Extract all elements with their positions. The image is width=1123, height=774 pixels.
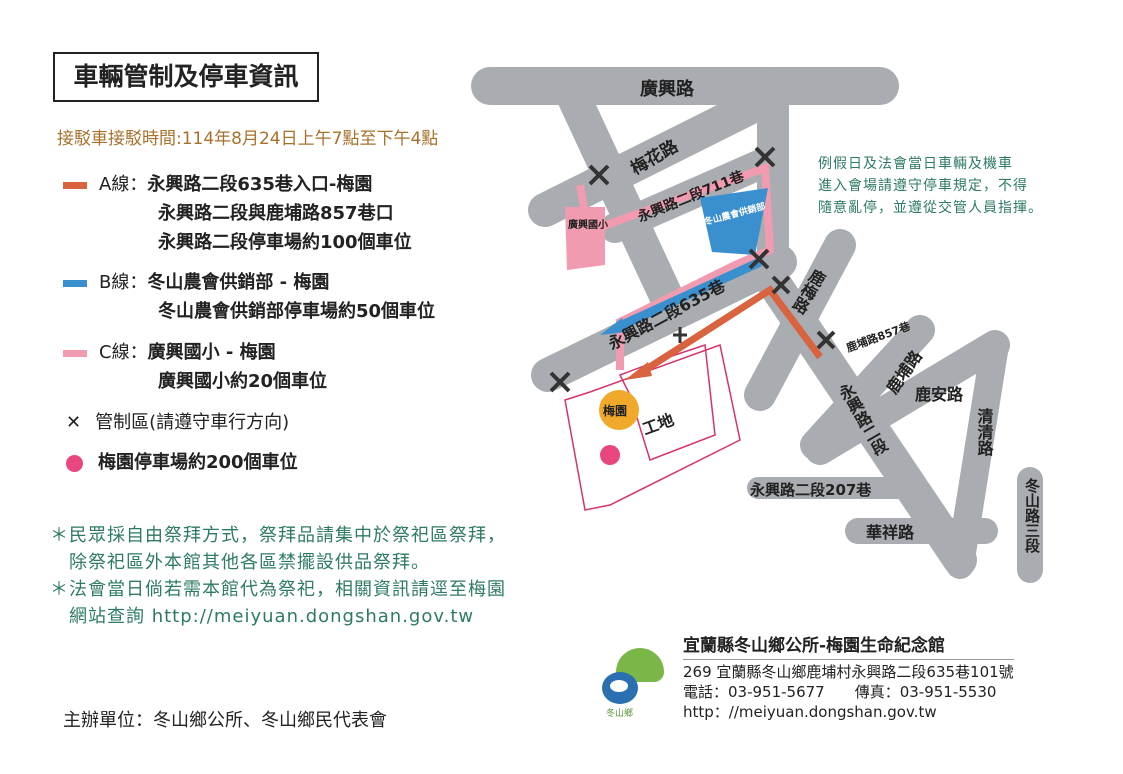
phone-fax: 電話：03-951-5677 傳真：03-951-5530: [683, 683, 997, 701]
rule-line: 隨意亂停，並遵從交管人員指揮。: [818, 200, 1043, 216]
legend-b-line: 冬山農會供銷部 - 梅園: [147, 272, 330, 293]
legend-c: C線：廣興國小 - 梅園 廣興國小約20個車位: [63, 338, 327, 396]
school-block: [565, 207, 605, 270]
control-x-icon: [588, 164, 610, 186]
line-b-swatch: [63, 279, 87, 287]
website-link[interactable]: http：//meiyuan.dongshan.gov.tw: [683, 703, 937, 721]
legend-a-line: 永興路二段停車場約100個車位: [158, 232, 412, 253]
line-a-swatch: [63, 181, 87, 189]
legend-parking-label: 梅園停車場約200個車位: [98, 452, 298, 473]
route-a: [643, 285, 823, 373]
line-c-swatch: [63, 349, 87, 357]
parking-dot-icon: [66, 454, 83, 472]
footer-contact: 宜蘭縣冬山鄉公所-梅園生命紀念館 269 宜蘭縣冬山鄉鹿埔村永興路二段635巷1…: [683, 636, 1014, 722]
label-qingqing: 清清路: [975, 408, 994, 457]
legend-b-line: 冬山農會供銷部停車場約50個車位: [158, 301, 436, 322]
logo-text: 冬山鄉: [606, 709, 634, 719]
note-line: ＊民眾採自由祭拜方式，祭拜品請集中於祭祀區祭拜，: [50, 525, 506, 546]
rule-line: 例假日及法會當日車輛及機車: [818, 156, 1013, 172]
route-a-arrow: [625, 362, 652, 380]
legend-c-line: 廣興國小約20個車位: [158, 371, 328, 392]
site-boundary: [564, 344, 741, 511]
page-title: 車輛管制及停車資訊: [53, 52, 319, 102]
rule-line: 進入會場請遵守停車規定，不得: [818, 178, 1028, 194]
road-luan: [805, 330, 1010, 465]
control-x-icon: [748, 248, 770, 270]
label-dongshan3: 冬山路三段: [1023, 477, 1041, 554]
note-line: 除祭祀區外本館其他各區禁擺設供品祭拜。: [50, 552, 430, 573]
legend-b-label: B線：: [99, 272, 148, 293]
label-guangxing: 廣興路: [640, 78, 695, 100]
control-x-icon: ✕: [66, 412, 82, 433]
legend-b: B線：冬山農會供銷部 - 梅園 冬山農會供銷部停車場約50個車位: [63, 268, 435, 326]
legend-c-line: 廣興國小 - 梅園: [147, 342, 276, 363]
shuttle-time: 接駁車接駁時間:114年8月24日上午7點至下午4點: [57, 129, 439, 149]
label-school: 廣興國小: [567, 218, 608, 231]
dongshan-logo: 冬山鄉: [598, 648, 668, 719]
note-line: ＊法會當日倘若需本館代為祭祀，相關資訊請逕至梅園: [50, 579, 506, 600]
control-x-icon: [549, 371, 571, 393]
note-line[interactable]: 網站查詢 http://meiyuan.dongshan.gov.tw: [50, 606, 475, 627]
route-b-arrow: [600, 318, 626, 335]
control-x-icon: [771, 275, 791, 295]
parking-rule: 例假日及法會當日車輛及機車 進入會場請遵守停車規定，不得 隨意亂停，並遵從交管人…: [818, 153, 1043, 219]
road-left-diagonal: [558, 83, 685, 317]
label-luan: 鹿安路: [915, 385, 964, 404]
label-huaxiang: 華祥路: [866, 523, 915, 542]
legend-a-label: A線：: [99, 174, 148, 195]
label-meiyuan: 梅園: [603, 403, 627, 418]
legend-parking: 梅園停車場約200個車位: [66, 448, 298, 477]
road-lane635: [531, 245, 797, 392]
legend-c-label: C線：: [99, 342, 148, 363]
parking-dot-icon: [600, 445, 620, 465]
label-site: 工地: [640, 410, 677, 439]
control-x-icon: [816, 330, 836, 350]
notes: ＊民眾採自由祭拜方式，祭拜品請集中於祭祀區祭拜， 除祭祀區外本館其他各區禁擺設供…: [50, 522, 506, 630]
route-b: [618, 257, 762, 331]
address: 269 宜蘭縣冬山鄉鹿埔村永興路二段635巷101號: [683, 663, 1014, 681]
control-x-icon: [754, 146, 776, 168]
legend-control: ✕ 管制區(請遵守車行方向): [66, 408, 289, 437]
farmers-block: [700, 188, 768, 255]
legend-a-line: 永興路二段635巷入口-梅園: [147, 174, 373, 195]
legend-control-label: 管制區(請遵守車行方向): [95, 412, 290, 433]
cross-mark: [673, 327, 687, 343]
legend-a: A線：永興路二段635巷入口-梅園 永興路二段與鹿埔路857巷口 永興路二段停車…: [63, 170, 412, 257]
control-points: [549, 146, 836, 393]
org-name: 宜蘭縣冬山鄉公所-梅園生命紀念館: [683, 636, 1014, 660]
label-lane207: 永興路二段207巷: [749, 481, 872, 499]
meiyuan-marker: [599, 390, 639, 430]
legend-a-line: 永興路二段與鹿埔路857巷口: [158, 203, 394, 224]
organizer: 主辦單位：冬山鄉公所、冬山鄉民代表會: [63, 710, 387, 731]
